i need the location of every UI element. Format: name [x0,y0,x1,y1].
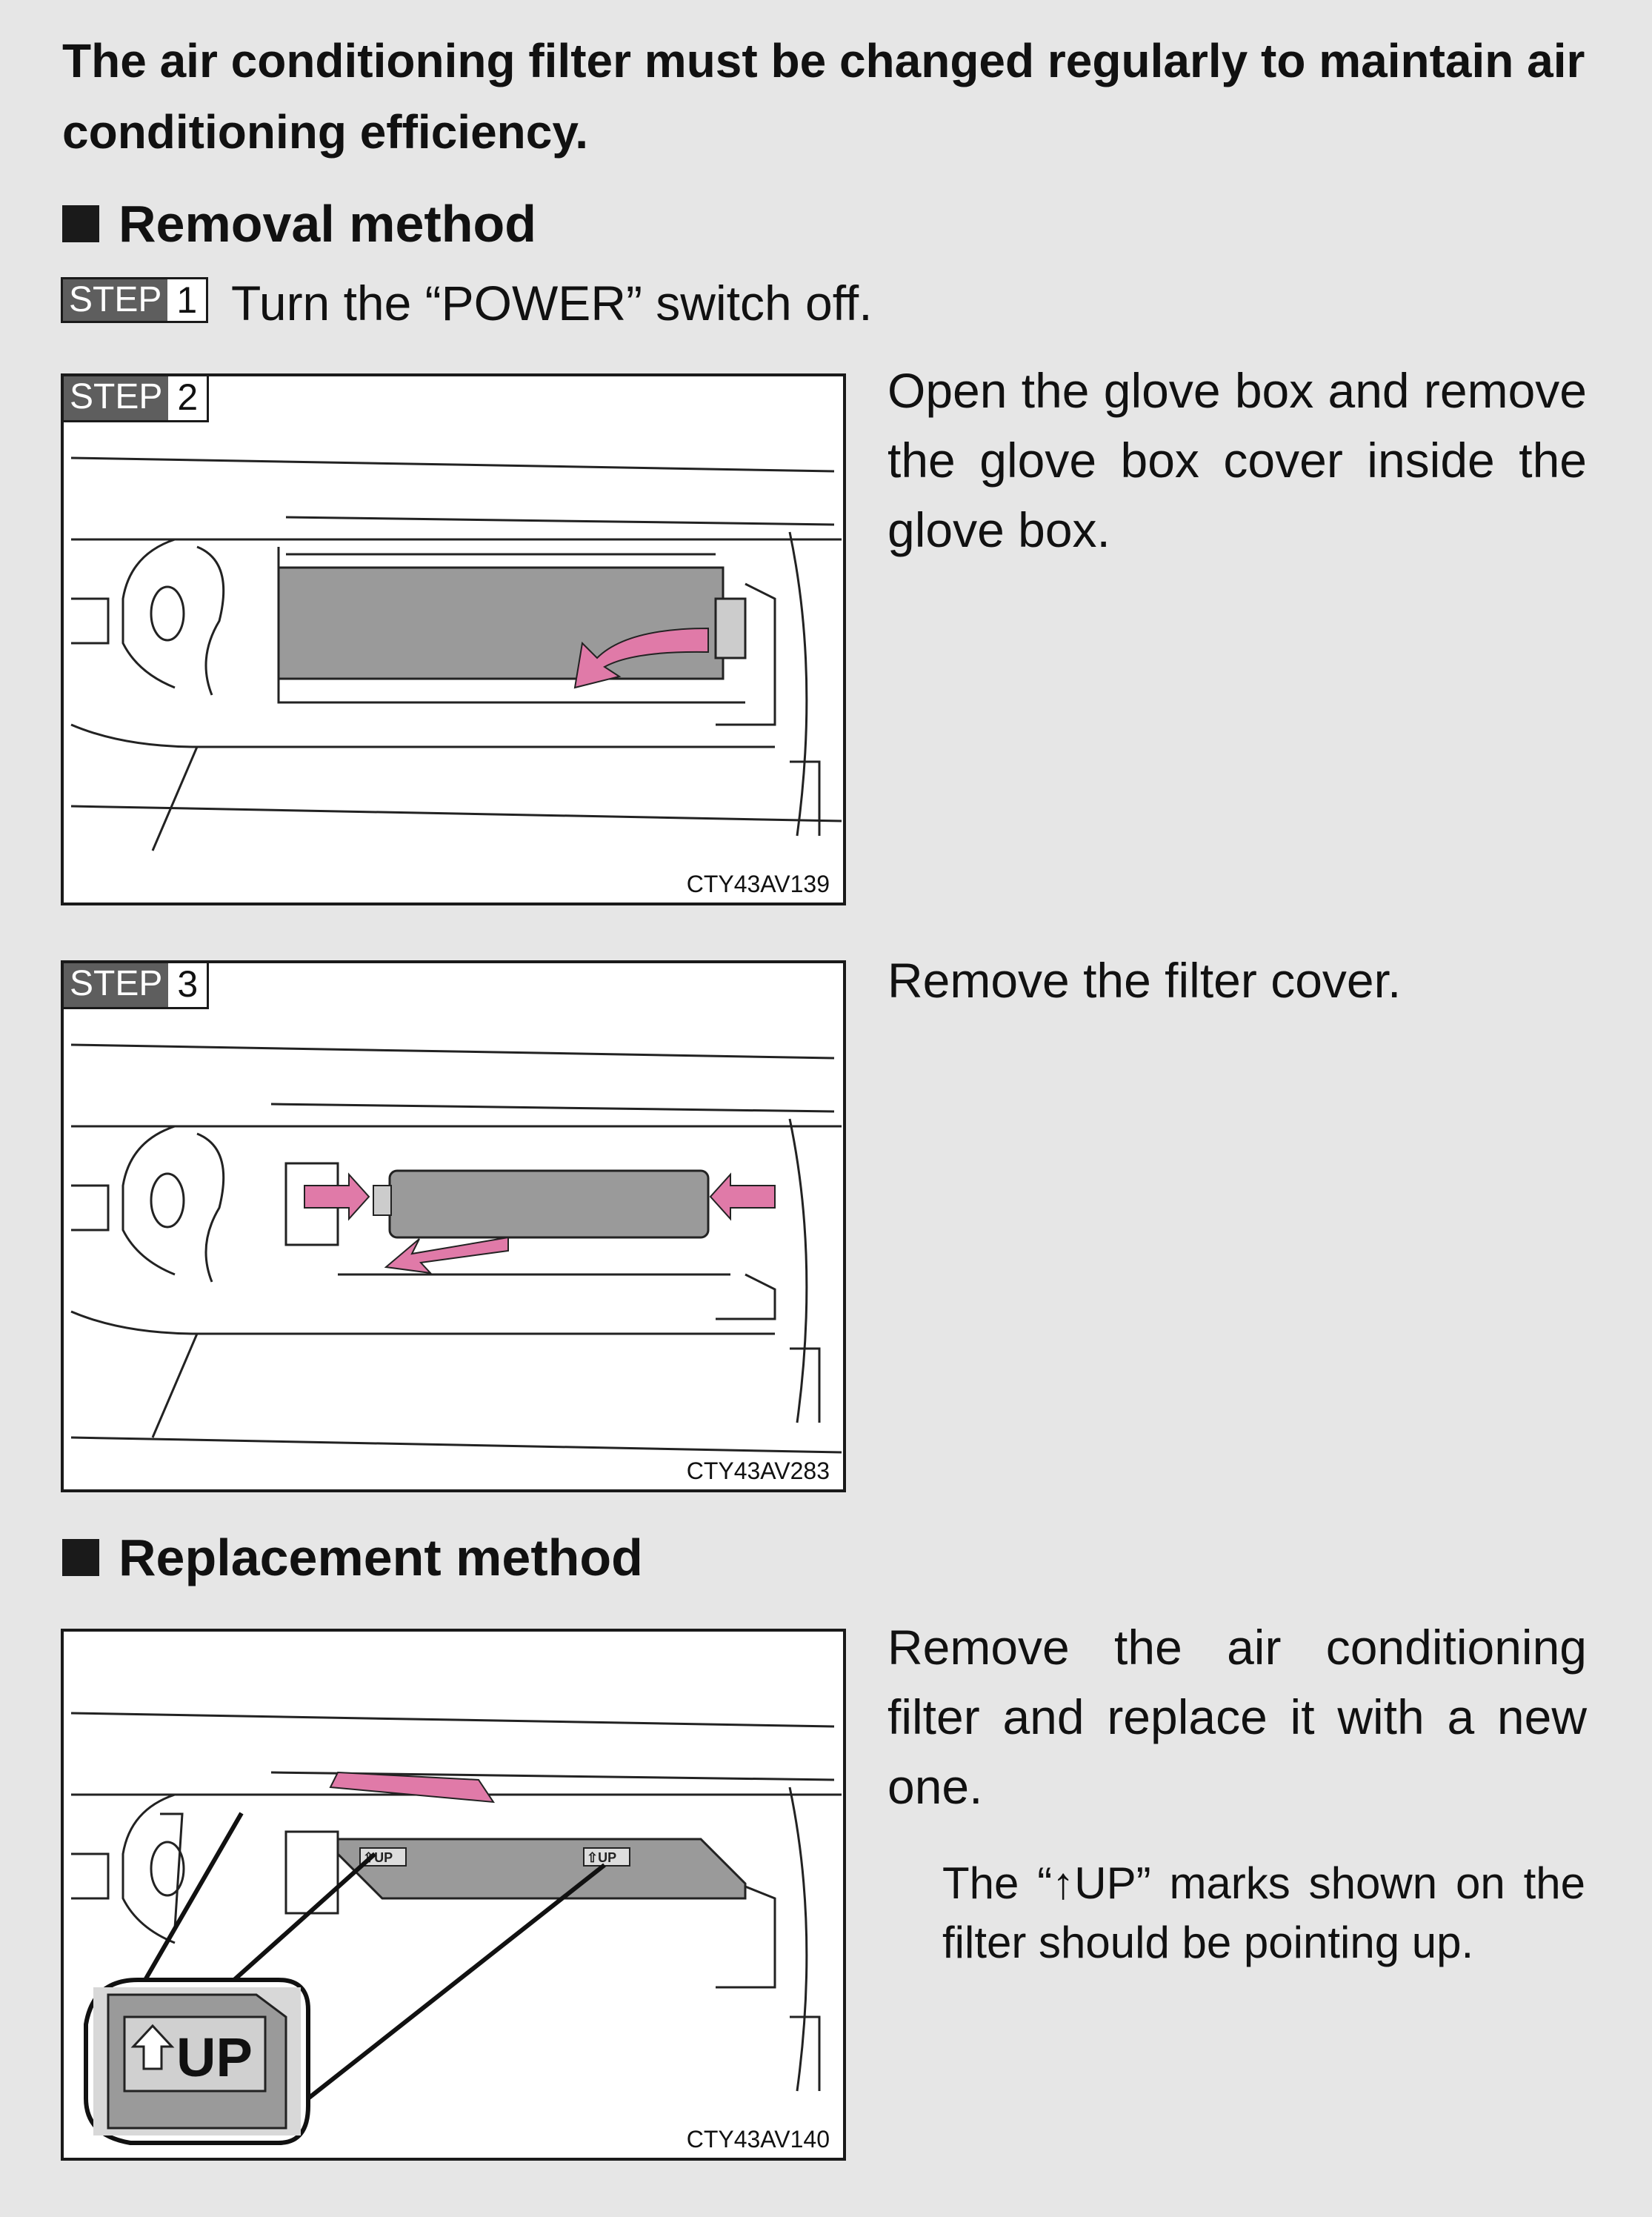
step-number: 1 [167,279,207,321]
filter-cover [388,1169,710,1239]
figure-code: CTY43AV139 [686,871,830,897]
up-mark-small-right [583,1847,630,1867]
pull-arrow-icon [384,1236,509,1274]
glove-box-cover [277,566,725,680]
step-number: 2 [168,376,207,420]
insert-arrow-icon [329,1771,495,1804]
step3-label: STEP 3 [64,963,210,1009]
up-mark-small-right-text: ⇧UP [587,1850,616,1865]
filter-replacement-illustration: ⇧UP ⇧UP UP [70,1712,842,2145]
pull-arrow-icon [573,627,709,689]
replacement-figure: ⇧UP ⇧UP UP CTY43AV140 [61,1629,846,2161]
filter-cover-illustration [70,1043,842,1454]
step-word: STEP [64,376,169,420]
figure-code: CTY43AV283 [686,1457,830,1484]
step3-text: Remove the filter cover. [887,953,1402,1008]
replacement-note: The “↑UP” marks shown on the filter shou… [942,1858,1585,1967]
heading-square-icon [62,1539,99,1576]
push-arrow-right-icon [709,1172,776,1221]
figure-code: CTY43AV140 [686,2126,830,2153]
step2-text: Open the glove box and remove the glove … [887,363,1587,557]
replacement-heading: Replacement method [62,1522,643,1593]
up-arrow-icon [130,2024,175,2070]
removal-heading: Removal method [62,188,536,259]
up-mark-large-text: UP [176,2027,253,2088]
step2-figure: STEP 2 CTY43AV139 [61,373,846,905]
step1-label: STEP 1 [61,277,209,323]
up-mark-small-left-text: ⇧UP [363,1850,393,1865]
step2-label: STEP 2 [64,376,210,422]
replacement-text: Remove the air conditioning filter and r… [887,1620,1587,1814]
intro-text: The air conditioning filter must be chan… [62,34,1585,159]
glove-box-illustration [70,456,842,851]
push-arrow-left-icon [304,1172,370,1221]
removal-heading-text: Removal method [119,195,536,253]
replacement-heading-text: Replacement method [119,1529,643,1586]
step-number: 3 [168,963,207,1007]
ac-filter [336,1838,747,1900]
step1-text: Turn the “POWER” switch off. [231,276,873,330]
step3-figure: STEP 3 CTY43AV283 [61,960,846,1492]
step-word: STEP [64,963,169,1007]
step-word: STEP [63,279,168,321]
heading-square-icon [62,205,99,242]
